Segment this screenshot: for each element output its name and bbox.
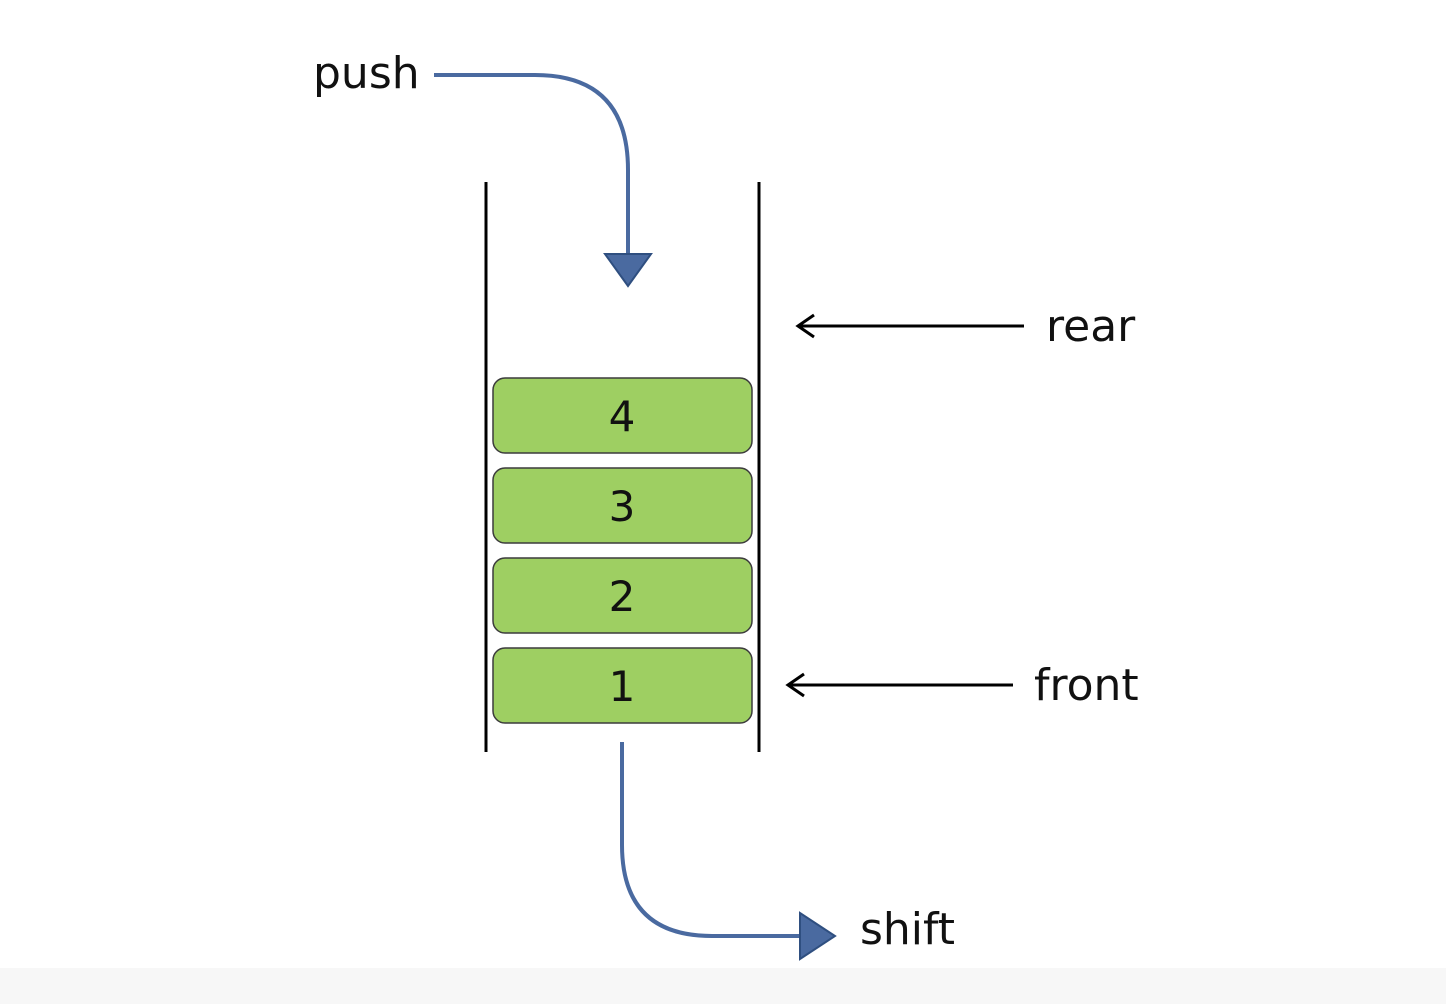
rear-pointer-arrow-icon (795, 313, 1024, 339)
shift-arrow-icon (620, 742, 837, 961)
shift-label: shift (860, 904, 955, 955)
rear-label: rear (1046, 301, 1136, 352)
queue-item-label: 2 (609, 572, 636, 621)
front-label: front (1034, 660, 1139, 711)
queue-item-3: 3 (492, 467, 753, 544)
push-arrow-icon (434, 73, 653, 288)
queue-item-2: 2 (492, 557, 753, 634)
queue-item-1: 1 (492, 647, 753, 724)
queue-item-label: 4 (609, 392, 636, 441)
push-label: push (313, 48, 420, 99)
queue-item-label: 1 (609, 662, 636, 711)
bottom-strip (0, 968, 1446, 1004)
front-pointer-arrow-icon (785, 672, 1013, 698)
queue-item-4: 4 (492, 377, 753, 454)
queue-item-label: 3 (609, 482, 636, 531)
